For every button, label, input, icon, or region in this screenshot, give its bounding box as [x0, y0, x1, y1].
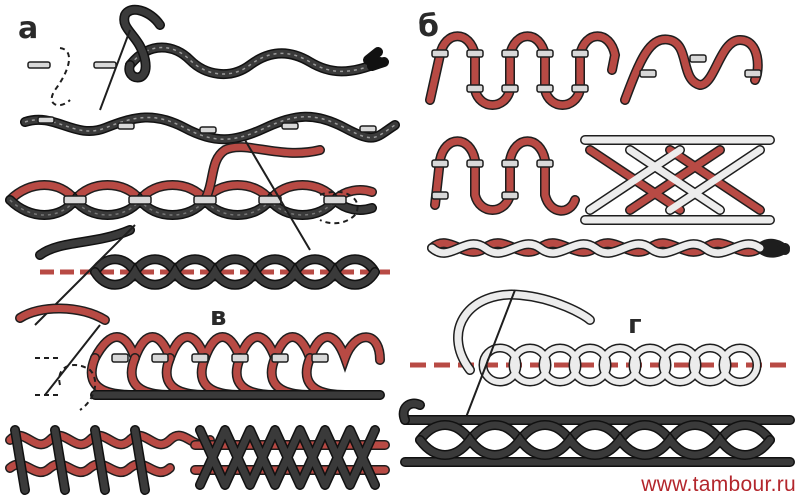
panel-label-g: г — [628, 312, 642, 338]
stitch-row-b3 — [432, 243, 785, 253]
panel-a — [10, 10, 395, 490]
stitch-row-g1 — [410, 290, 790, 420]
stitch-row-b1 — [430, 36, 761, 105]
stitch-row-a1 — [28, 10, 384, 110]
panel-label-b: б — [418, 12, 439, 42]
tack-stitch — [28, 62, 50, 68]
stitch-row-a2 — [25, 117, 395, 140]
panel-b — [404, 36, 790, 462]
stitch-pattern-a7 — [195, 430, 385, 485]
stitch-row-b2 — [432, 140, 770, 220]
stitch-pattern-a6 — [10, 430, 210, 490]
panel-label-a: а — [18, 14, 38, 44]
panel-label-v: в — [210, 304, 226, 330]
watermark-url: www.tambour.ru — [641, 473, 796, 497]
stitch-row-a5 — [20, 308, 380, 410]
tack-stitch — [94, 62, 116, 68]
stitch-row-g2 — [404, 403, 790, 462]
stitch-row-a3 — [10, 140, 372, 250]
